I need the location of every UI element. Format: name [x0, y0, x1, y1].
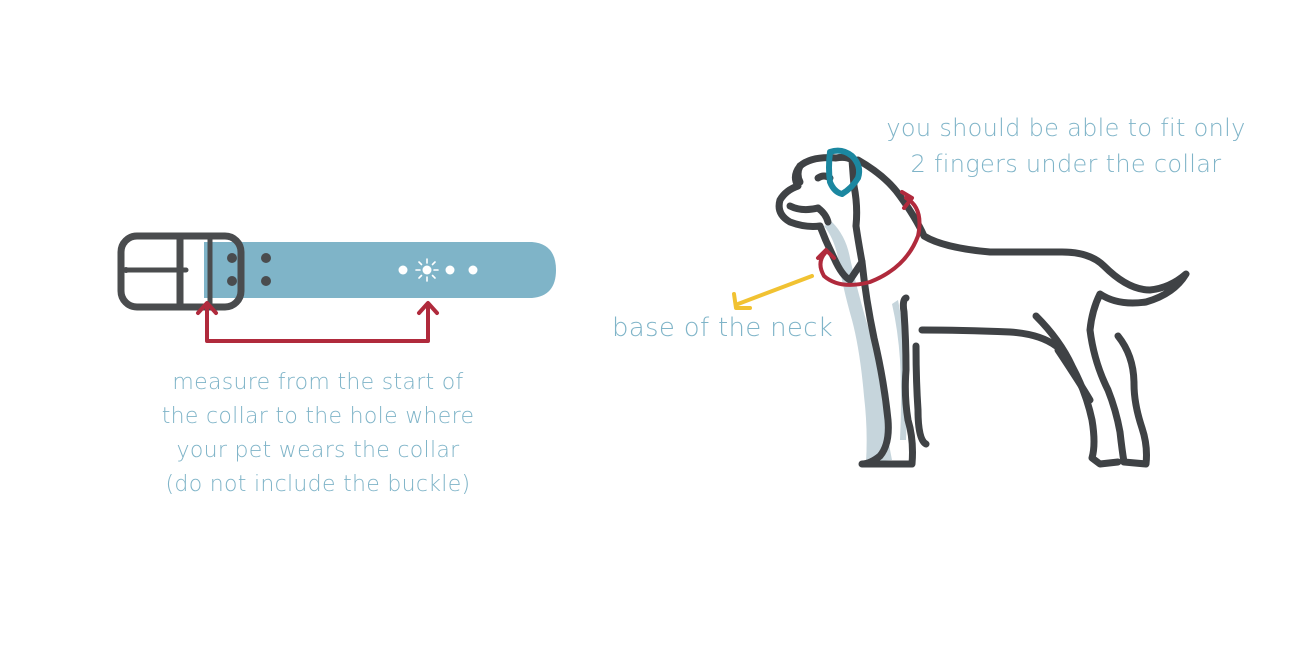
- collar-strap: [204, 242, 556, 298]
- dog-front-leg-inner: [912, 342, 930, 448]
- dog-back-outline: [854, 156, 1190, 468]
- collar-loop-arrow: [816, 190, 922, 287]
- dog-illustration: [775, 147, 1190, 468]
- collar-hole: [445, 265, 455, 275]
- dog-belly: [918, 326, 1060, 350]
- collar-illustration: [204, 242, 556, 298]
- ear-icon: [826, 147, 863, 197]
- measure-caption-line: your pet wears the collar: [176, 438, 460, 463]
- neck-pointer-arrow: [732, 274, 814, 310]
- dog-front-leg: [858, 258, 916, 468]
- rivet: [227, 276, 237, 286]
- measure-caption-line: measure from the start of: [172, 370, 464, 395]
- fit-caption: you should be able to fit only 2 fingers…: [860, 110, 1272, 182]
- rivet: [261, 276, 271, 286]
- measure-arrow: [196, 301, 439, 343]
- dog-jowl: [814, 204, 832, 226]
- fit-caption-line: 2 fingers under the collar: [910, 150, 1222, 178]
- collar-hole: [398, 265, 408, 275]
- dog-chest-shade: [824, 222, 892, 462]
- rivet: [261, 253, 271, 263]
- dog-nose: [794, 162, 804, 186]
- rivet: [227, 253, 237, 263]
- neck-caption: base of the neck: [612, 313, 834, 343]
- dog-mouth: [786, 202, 822, 214]
- dog-hind-leg-inner: [1054, 346, 1094, 404]
- buckle-icon: [117, 232, 245, 311]
- collar-hole: [468, 265, 478, 275]
- hole-sparkle-icon: [415, 258, 439, 282]
- collar-hole-marked: [422, 265, 432, 275]
- measure-caption-line: the collar to the hole where: [161, 404, 475, 429]
- fit-caption-line: you should be able to fit only: [886, 114, 1246, 142]
- measure-caption-line: (do not include the buckle): [165, 472, 471, 497]
- measure-caption: measure from the start of the collar to …: [120, 366, 516, 502]
